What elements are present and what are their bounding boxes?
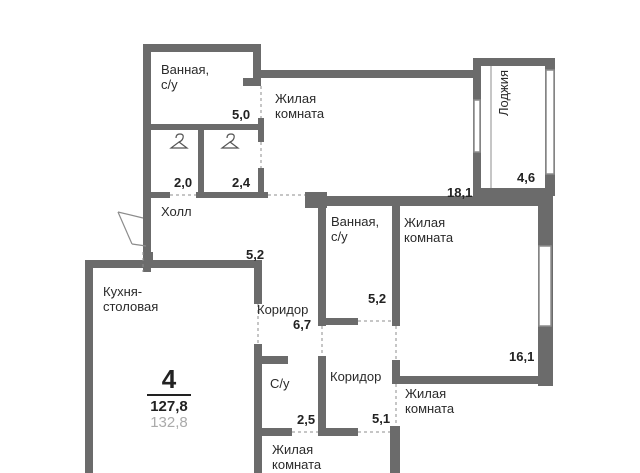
room-name-living3: Жилая комната [405,386,454,416]
wall [254,344,262,473]
room-name-living4: Жилая комната [272,442,321,472]
wall [473,58,555,66]
window [538,245,552,327]
room-name-bath2: Ванная, с/у [331,214,379,244]
wall [305,192,327,208]
bath2-line2: с/у [331,229,348,244]
wall [390,426,400,473]
wall [143,252,153,268]
wall [150,192,170,198]
hanger-icon [220,133,240,149]
room-name-wc: С/у [270,376,290,391]
living1-line1: Жилая [275,91,317,106]
room-name-living1: Жилая комната [275,91,324,121]
room-name-bath1: Ванная, с/у [161,62,209,92]
room-area-closet2: 2,4 [232,175,251,190]
room-area-living1: 18,1 [447,185,473,200]
living3-line1: Жилая [405,386,447,401]
wall [253,70,481,78]
wall [253,44,261,78]
wall [85,260,93,473]
living2-line1: Жилая [404,215,446,230]
window [545,69,555,175]
room-name-hall: Холл [161,204,192,219]
wall [143,44,261,52]
wall [258,168,264,198]
living4-line1: Жилая [272,442,314,457]
entrance-door [117,211,147,247]
living4-line2: комната [272,457,322,472]
wall [392,376,553,384]
wall [473,188,555,196]
bath2-line1: Ванная, [331,214,380,229]
door-openings [142,86,397,433]
kitchen-line1: Кухня- [103,284,143,299]
kitchen-line2: столовая [103,299,159,314]
room-area-closet1: 2,0 [174,175,193,190]
room-area-hall: 5,2 [246,247,265,262]
room-area-wc: 2,5 [297,412,316,427]
wall [305,196,553,206]
room-count: 4 [161,364,177,394]
hanger-icon [169,133,189,149]
room-name-corridor2: Коридор [330,369,382,384]
living1-line2: комната [275,106,325,121]
hanger-icons [169,133,240,149]
wall [85,260,262,268]
room-name-kitchen: Кухня- столовая [103,284,158,314]
wall [198,130,204,198]
room-area-corridor2: 5,1 [372,411,391,426]
living2-line2: комната [404,230,454,245]
room-area-bath2: 5,2 [368,291,387,306]
wall [326,318,358,325]
room-name-corridor1: Коридор [257,302,309,317]
wall [254,260,262,304]
room-name-loggia: Лоджия [496,69,511,116]
room-area-living2: 16,1 [509,349,535,364]
wall [243,78,261,86]
area-with-loggia: 132,8 [150,414,188,431]
wall [318,206,326,326]
room-area-corridor1: 6,7 [293,317,312,332]
wall [150,124,264,130]
wall [318,428,358,436]
living3-line2: комната [405,401,455,416]
wall [392,360,400,384]
bath1-line1: Ванная, [161,62,210,77]
wall [392,206,400,326]
wall [262,428,292,436]
wall [318,356,326,431]
total-area: 127,8 [150,398,188,415]
window [473,99,481,153]
windows [473,69,555,327]
wall [258,118,264,142]
room-area-loggia: 4,6 [517,170,536,185]
room-area-bath1: 5,0 [232,107,251,122]
wall [262,356,288,364]
room-name-living2: Жилая комната [404,215,453,245]
summary-divider [147,394,191,396]
wall [143,44,151,272]
wall [196,192,268,198]
bath1-line2: с/у [161,77,178,92]
apartment-summary: 4 127,8 132,8 [140,366,198,431]
